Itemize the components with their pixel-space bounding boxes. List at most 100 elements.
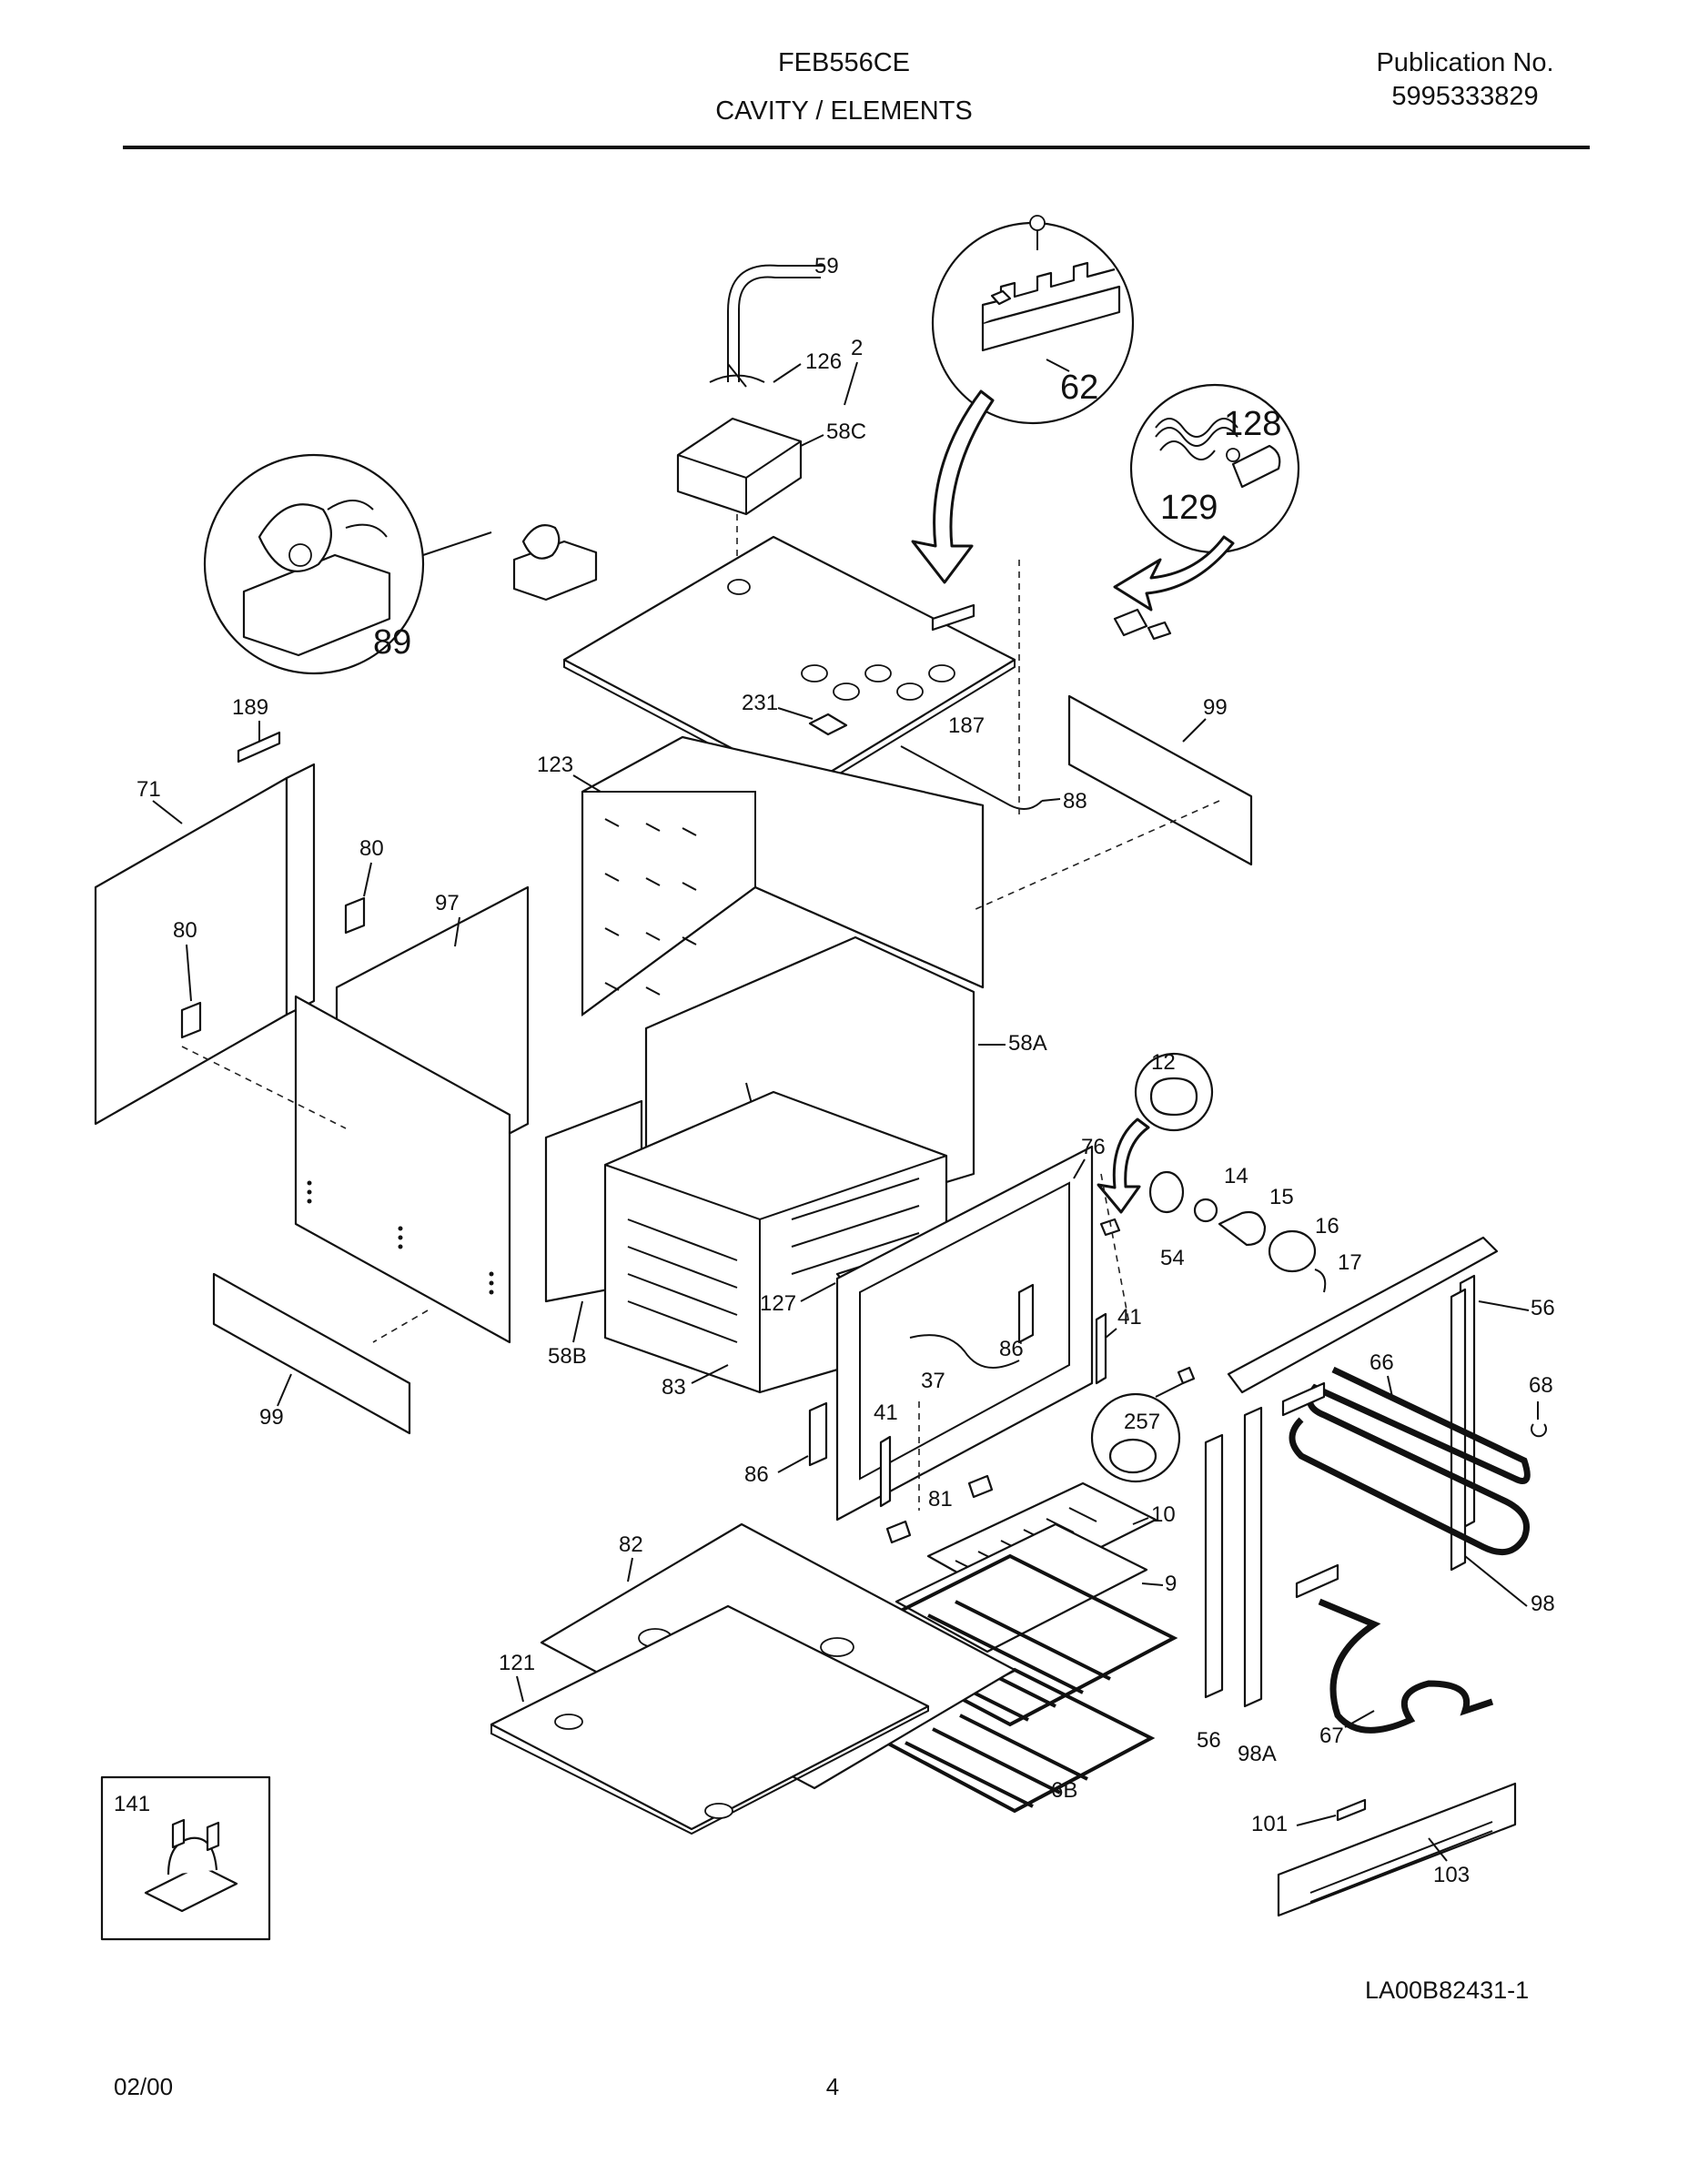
callout-14: 14 — [1224, 1164, 1248, 1188]
callout-54: 54 — [1160, 1246, 1185, 1270]
assembly-guide-lines — [181, 800, 1220, 1511]
arrow-128 — [1113, 535, 1235, 612]
part-81-clip-a — [967, 1474, 994, 1499]
drawing-code: LA00B82431-1 — [1365, 1977, 1530, 2004]
callout-67: 67 — [1319, 1724, 1344, 1748]
arrow-62-to-top — [911, 389, 995, 584]
part-86-hinge-a — [1017, 1283, 1035, 1344]
part-41-strip-b — [879, 1435, 892, 1508]
callout-58b: 58B — [548, 1344, 587, 1369]
part-80-bracket-b — [180, 1001, 202, 1039]
callout-9: 9 — [1165, 1572, 1177, 1596]
callout-123: 123 — [537, 753, 573, 777]
callout-88: 88 — [1063, 789, 1087, 814]
callout-89: 89 — [373, 623, 411, 662]
callout-126: 126 — [805, 349, 842, 374]
part-66-broil-element — [1289, 1366, 1531, 1556]
part-141-thermostat — [144, 1864, 238, 1913]
callout-66: 66 — [1370, 1350, 1394, 1375]
part-86-hinge-b — [808, 1401, 828, 1467]
part-6b-oven-rack — [874, 1667, 1156, 1814]
part-68-screw — [1531, 1401, 1547, 1438]
callout-99b: 99 — [259, 1405, 284, 1430]
callout-121: 121 — [499, 1651, 535, 1675]
part-80-bracket-a — [344, 896, 366, 935]
header-rule — [123, 146, 1590, 149]
detail-89-motor — [203, 453, 598, 675]
callout-129: 129 — [1160, 489, 1218, 527]
detail-128-129-spring — [1129, 383, 1300, 554]
part-189-bracket — [237, 731, 281, 763]
part-187-tube — [900, 745, 1043, 810]
callout-2: 2 — [851, 336, 863, 360]
part-2-holes — [727, 579, 955, 701]
callout-81: 81 — [928, 1487, 953, 1512]
callout-127: 127 — [760, 1291, 796, 1316]
part-71-rear-panel — [94, 776, 288, 1126]
callout-141: 141 — [114, 1792, 150, 1816]
section-title: CAVITY / ELEMENTS — [715, 96, 973, 126]
footer-date: 02/00 — [114, 2073, 174, 2100]
part-98a-trim — [1243, 1406, 1263, 1708]
part-54-bezel — [1148, 1170, 1185, 1214]
part-103-kick-plate — [1277, 1782, 1517, 1917]
part-99-vent-panel-left — [212, 1272, 411, 1435]
callout-128: 128 — [1224, 405, 1281, 443]
part-17-wire-clip — [1314, 1269, 1327, 1293]
callout-231: 231 — [742, 691, 778, 715]
callout-257: 257 — [1124, 1410, 1160, 1434]
callout-98: 98 — [1531, 1592, 1555, 1616]
callout-86a: 86 — [999, 1337, 1024, 1361]
callout-80b: 80 — [173, 918, 197, 943]
part-59-wire — [738, 276, 821, 382]
part-37-wire — [909, 1334, 1020, 1369]
callout-80a: 80 — [359, 836, 384, 861]
callout-15: 15 — [1269, 1185, 1294, 1209]
callout-189: 189 — [232, 695, 268, 720]
callout-6b: 6B — [1051, 1778, 1077, 1803]
part-41-strip-a — [1095, 1312, 1107, 1385]
callout-41a: 41 — [1117, 1305, 1142, 1330]
callout-101: 101 — [1251, 1812, 1288, 1836]
callout-12: 12 — [1151, 1050, 1176, 1075]
model-number: FEB556CE — [777, 48, 911, 77]
part-76-door-frame — [835, 1145, 1094, 1522]
callout-37: 37 — [921, 1369, 945, 1393]
callout-98a: 98A — [1238, 1742, 1277, 1766]
callout-58c: 58C — [826, 420, 866, 444]
callout-59: 59 — [814, 254, 839, 278]
part-15-bulb — [1218, 1210, 1267, 1247]
part-56-trim-left — [1204, 1433, 1224, 1699]
callout-71: 71 — [136, 777, 161, 802]
side-panel-dots — [307, 1180, 494, 1295]
callout-97: 97 — [435, 891, 460, 915]
callout-62: 62 — [1060, 369, 1098, 407]
callout-10: 10 — [1151, 1502, 1176, 1527]
part-9-broiler-pan — [895, 1522, 1148, 1653]
callout-86b: 86 — [744, 1462, 769, 1487]
callout-17: 17 — [1338, 1250, 1362, 1275]
arrow-12 — [1097, 1117, 1150, 1214]
publication-label: Publication No. — [1376, 48, 1554, 77]
callout-68: 68 — [1529, 1373, 1553, 1398]
publication-number: 5995333829 — [1391, 82, 1539, 111]
callout-56b: 56 — [1197, 1728, 1221, 1753]
callout-82: 82 — [619, 1532, 643, 1557]
part-14-gasket — [1193, 1198, 1218, 1223]
callout-83: 83 — [662, 1375, 686, 1400]
part-81-clip-b — [885, 1520, 912, 1544]
detail-62-terminal-block — [931, 215, 1135, 425]
callout-76: 76 — [1081, 1135, 1106, 1159]
callout-58a: 58A — [1008, 1031, 1047, 1056]
part-top-trim — [1227, 1236, 1499, 1394]
part-58c-insulation — [676, 417, 803, 516]
part-83-rack-ridges — [627, 1178, 920, 1343]
part-side-panel-large — [294, 995, 511, 1344]
callout-41b: 41 — [874, 1400, 898, 1425]
part-123-louvers — [604, 818, 697, 996]
part-16-lens — [1268, 1229, 1317, 1273]
part-101-clip — [1336, 1798, 1367, 1822]
part-67-bake-element — [1318, 1598, 1494, 1734]
part-126-clip — [709, 363, 765, 388]
